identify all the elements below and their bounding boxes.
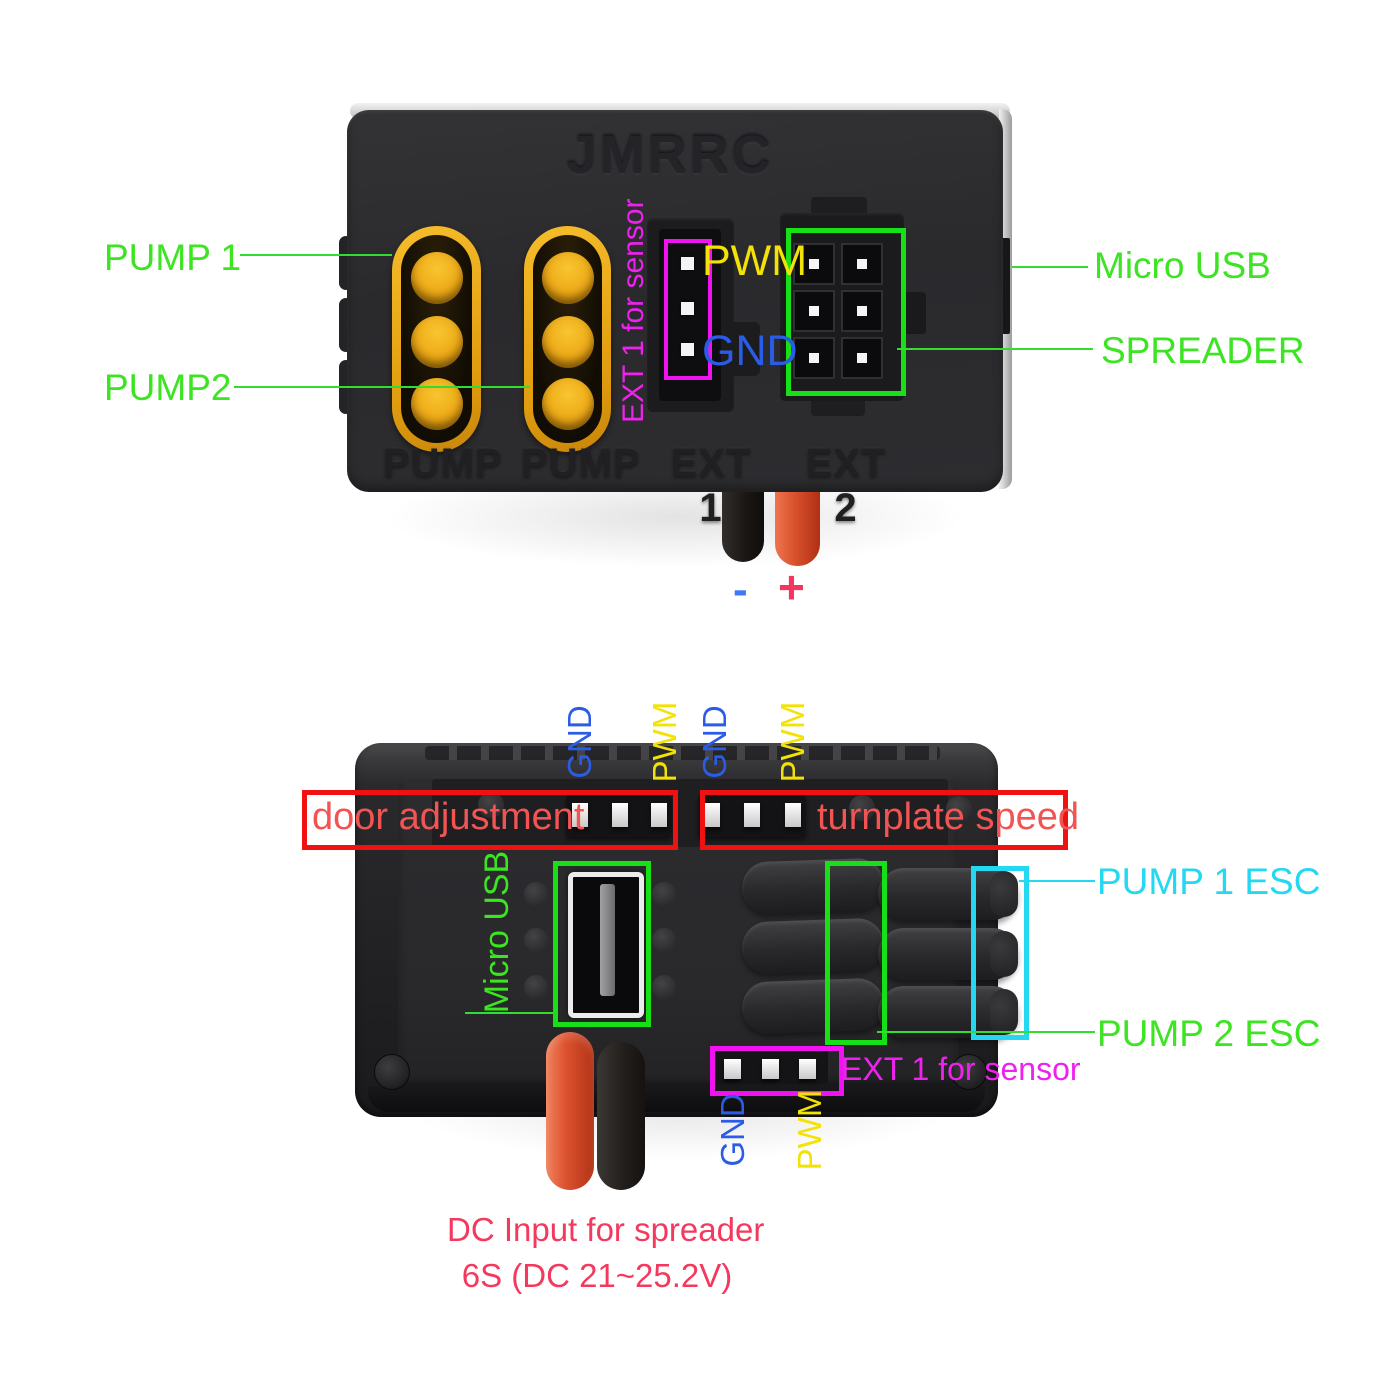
dc-input-wire-black bbox=[597, 1042, 645, 1190]
door-header-pin bbox=[612, 803, 628, 827]
case-screw bbox=[374, 1054, 410, 1090]
turnplate-header-pin bbox=[744, 803, 760, 827]
pump1-esc-line bbox=[1019, 880, 1095, 882]
door-header-pin bbox=[572, 803, 588, 827]
pump2-pin bbox=[541, 252, 594, 304]
port-label-pump2: PUMP bbox=[521, 441, 641, 485]
pump2-callout-line bbox=[234, 386, 530, 388]
panel-bump bbox=[478, 792, 504, 818]
polarity-minus-label: - bbox=[733, 565, 748, 614]
spreader-highlight-box bbox=[786, 228, 906, 396]
turnplate-header-pin bbox=[785, 803, 801, 827]
polarity-plus-label: + bbox=[778, 561, 805, 613]
door-pwm-pin-label: PWM bbox=[646, 701, 683, 783]
ext1-sensor-label: EXT 1 for sensor bbox=[841, 1051, 1081, 1087]
ext1-sensor-callout-label: EXT 1 for sensor bbox=[617, 198, 650, 423]
esc-cable-end bbox=[990, 989, 1018, 1035]
case-bottom-lip bbox=[368, 1086, 985, 1112]
pump2-callout-label: PUMP2 bbox=[104, 367, 232, 408]
pump2-connector bbox=[524, 226, 611, 452]
door-gnd-pin-label: GND bbox=[561, 705, 598, 779]
ext1-pwm-pin-label: PWM bbox=[791, 1089, 828, 1171]
dc-input-caption-line1: DC Input for spreader bbox=[447, 1211, 765, 1248]
port-label-pump1: PUMP bbox=[383, 441, 503, 485]
case-vents bbox=[425, 746, 940, 760]
pump2-esc-line bbox=[877, 1031, 1095, 1033]
turnplate-gnd-pin-label: GND bbox=[696, 705, 733, 779]
ext1-pin bbox=[681, 302, 694, 315]
port-label-ext2: EXT 2 bbox=[805, 441, 887, 530]
dc-input-caption-line2: 6S (DC 21~25.2V) bbox=[461, 1257, 733, 1294]
panel-bump bbox=[849, 795, 875, 821]
pwm-callout-label: PWM bbox=[702, 237, 808, 285]
pump1-pin bbox=[410, 252, 463, 304]
esc-cable-end bbox=[990, 871, 1018, 917]
pump2-pin bbox=[541, 378, 594, 430]
pump1-esc-label: PUMP 1 ESC bbox=[1097, 861, 1321, 902]
panel-standoff bbox=[524, 928, 548, 952]
ext1-pin bbox=[681, 257, 694, 270]
turnplate-speed-box bbox=[700, 790, 1068, 850]
ext2-pin bbox=[793, 290, 835, 332]
ext1-pin bbox=[681, 343, 694, 356]
ext2-pin bbox=[841, 337, 883, 379]
ext2-connector-bottom-tab bbox=[811, 396, 865, 416]
pump2-esc-label: PUMP 2 ESC bbox=[1097, 1013, 1321, 1054]
ext1-sensor-pin bbox=[799, 1059, 816, 1079]
gnd-callout-label: GND bbox=[702, 327, 798, 375]
case-screw bbox=[951, 1054, 987, 1090]
micro-usb-port-slot bbox=[1000, 238, 1010, 334]
panel-standoff bbox=[524, 975, 548, 999]
micro-usb-highlight-box bbox=[553, 861, 651, 1027]
pump1-esc-highlight-box bbox=[971, 866, 1029, 1040]
panel-standoff bbox=[652, 882, 676, 906]
door-adjustment-label: door adjustment bbox=[312, 796, 585, 838]
pump2-esc-highlight-box bbox=[825, 861, 887, 1045]
ext1-sensor-pin bbox=[724, 1059, 741, 1079]
pump1-connector bbox=[392, 226, 481, 452]
micro-usb-vertical-label: Micro USB bbox=[478, 850, 516, 1014]
panel-standoff bbox=[524, 882, 548, 906]
ext2-connector-top-tab bbox=[811, 197, 867, 217]
turnplate-pwm-pin-label: PWM bbox=[774, 701, 811, 783]
usb-port-tongue bbox=[600, 884, 615, 996]
ext2-pin bbox=[793, 243, 835, 285]
port-label-ext1: EXT 1 bbox=[670, 441, 752, 530]
turnplate-header-pin bbox=[704, 803, 720, 827]
ext1-sensor-highlight-box bbox=[710, 1046, 844, 1096]
ext1-connector-tab bbox=[730, 322, 760, 376]
door-adjustment-box bbox=[302, 790, 678, 850]
ext2-pin bbox=[841, 243, 883, 285]
panel-bump bbox=[946, 796, 972, 822]
spreader-callout-line bbox=[897, 348, 1093, 350]
door-header-pin bbox=[651, 803, 667, 827]
pump2-pin bbox=[541, 316, 594, 368]
ext1-highlight-box bbox=[664, 239, 712, 380]
panel-standoff bbox=[652, 928, 676, 952]
ext2-pin bbox=[841, 290, 883, 332]
ext2-pin bbox=[793, 337, 835, 379]
turnplate-speed-label: turnplate speed bbox=[817, 796, 1079, 838]
micro-usb-callout-line bbox=[1012, 266, 1088, 268]
spreader-callout-label: SPREADER bbox=[1101, 330, 1305, 371]
esc-cable-end bbox=[990, 931, 1018, 977]
ext1-sensor-pin bbox=[762, 1059, 779, 1079]
brand-text: JMRRC bbox=[566, 125, 774, 185]
micro-usb-line bbox=[465, 1012, 553, 1014]
ext1-gnd-pin-label: GND bbox=[714, 1093, 751, 1167]
pump1-callout-label: PUMP 1 bbox=[104, 237, 242, 278]
pump1-pin bbox=[410, 316, 463, 368]
pump1-callout-line bbox=[240, 254, 392, 256]
micro-usb-callout-label: Micro USB bbox=[1094, 245, 1271, 286]
dc-input-wire-red bbox=[546, 1032, 594, 1190]
panel-standoff bbox=[652, 975, 676, 999]
